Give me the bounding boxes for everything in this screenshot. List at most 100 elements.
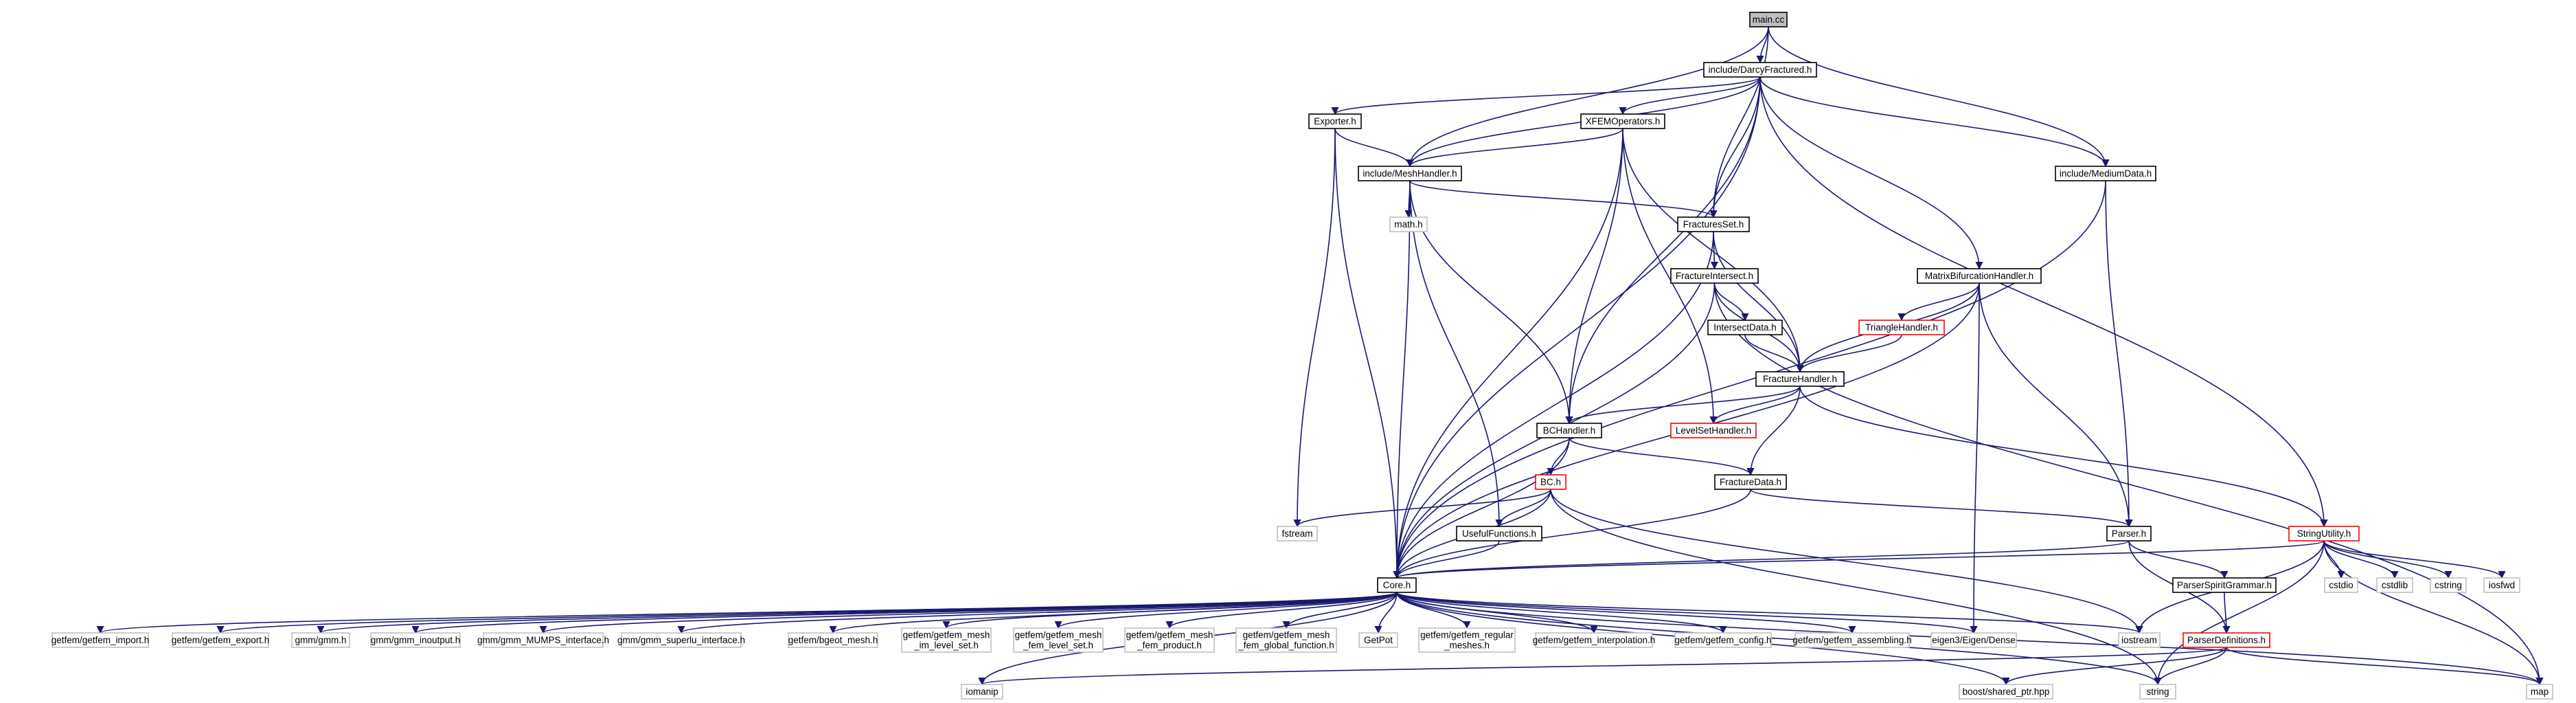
node-box [2288,526,2360,542]
edge-xfem-to-bch [1565,128,1623,425]
node-gmm_superlu: gmm/gmm_superlu_interface.h [617,632,745,648]
edge-core-to-iostream [1396,592,2143,634]
node-darcy[interactable]: include/DarcyFractured.h [1703,62,1817,78]
edge-meshh-to-useful [1409,180,1503,528]
edge-core-to-g_mfg [1282,592,1398,629]
node-box [1456,526,1542,542]
node-g_reg: getfem/getfem_regular_meshes.h [1418,627,1516,653]
node-cstring: cstring [2430,577,2467,593]
node-label: BCHandler.h [1543,425,1596,436]
node-xfem[interactable]: XFEMOperators.h [1580,113,1665,129]
node-label: getfem/getfem_config.h [1674,635,1771,645]
node-finter[interactable]: FractureIntersect.h [1670,268,1759,284]
node-cstdlib: cstdlib [2376,577,2413,593]
node-box [1377,577,1417,593]
node-box [2139,684,2176,700]
node-matrix[interactable]: MatrixBifurcationHandler.h [1917,268,2042,284]
node-lsh[interactable]: LevelSetHandler.h [1670,423,1757,438]
node-core[interactable]: Core.h [1377,577,1417,593]
node-main[interactable]: main.cc [1749,12,1788,27]
edge-main-to-meshh [1406,26,1769,168]
node-fset[interactable]: FracturesSet.h [1677,216,1750,232]
edge-meshh-to-core [1393,180,1411,579]
edge-parser-to-core [1393,540,2130,579]
node-boostsp: boost/shared_ptr.hpp [1959,684,2053,700]
node-bc[interactable]: BC.h [1535,474,1566,490]
node-box [1358,632,1398,648]
edge-darcy-to-exporter [1331,76,1761,115]
node-string: string [2139,684,2176,700]
node-box [2106,526,2152,542]
node-label: cstdlib [2382,580,2408,590]
node-label: FractureIntersect.h [1676,271,1753,281]
node-useful[interactable]: UsefulFunctions.h [1456,526,1542,542]
node-box [52,632,149,648]
node-box [1858,320,1945,335]
node-box [2526,684,2553,700]
edge-fhandler-to-bch [1565,386,1801,425]
node-interd[interactable]: IntersectData.h [1707,320,1783,335]
node-label: TriangleHandler.h [1865,322,1938,333]
node-label: iostream [2121,635,2157,645]
edge-fdata-to-parser [1750,489,2133,528]
node-fdata[interactable]: FractureData.h [1714,474,1787,490]
node-triangle[interactable]: TriangleHandler.h [1858,320,1945,335]
node-exporter[interactable]: Exporter.h [1308,113,1362,129]
edge-bc-to-string [1550,489,2162,686]
node-box [1670,268,1759,284]
node-label: XFEMOperators.h [1586,116,1661,126]
node-label: FractureHandler.h [1763,374,1837,384]
edge-darcy-to-xfem [1619,76,1761,115]
node-pdefs[interactable]: ParserDefinitions.h [2182,632,2270,648]
node-box [1358,166,1462,181]
node-box [901,627,992,653]
edge-xfem-to-core [1393,128,1623,579]
node-meshh[interactable]: include/MeshHandler.h [1358,166,1462,181]
nodes-layer: main.cc include/DarcyFractured.hExporter.… [52,12,2553,700]
edge-pdefs-to-iomanip [979,647,2227,686]
edge-matrix-to-eigen [1970,282,1980,634]
node-label: getfem/getfem_mesh [903,630,990,640]
node-label: _fem_global_function.h [1238,640,1334,651]
edge-darcy-to-medium [1759,76,2110,168]
node-strutil[interactable]: StringUtility.h [2288,526,2360,542]
node-fhandler[interactable]: FractureHandler.h [1755,371,1845,387]
node-label: string [2146,687,2169,697]
node-medium[interactable]: include/MediumData.h [2055,166,2156,181]
node-label: _fem_product.h [1137,640,1202,651]
node-label: getfem/getfem_regular [1420,630,1514,640]
node-label: getfem/bgeot_mesh.h [788,635,878,645]
node-psg[interactable]: ParserSpiritGrammar.h [2172,577,2277,593]
node-label: IntersectData.h [1713,322,1777,333]
node-label: gmm/gmm_inoutput.h [371,635,461,645]
node-box [621,632,742,648]
node-bch[interactable]: BCHandler.h [1536,423,1602,438]
edge-core-to-g_import [97,592,1398,634]
node-label: Exporter.h [1314,116,1356,126]
edge-darcy-to-core [1393,76,1761,579]
node-label: getfem/getfem_mesh [1015,630,1102,640]
node-box [2055,166,2156,181]
edge-bc-to-iostream [1550,489,2143,634]
node-box [1674,632,1772,648]
node-box [1930,632,2017,648]
node-label: Core.h [1383,580,1411,590]
edge-xfem-to-meshh [1406,128,1623,168]
node-label: gmm/gmm_MUMPS_interface.h [477,635,609,645]
node-box [1959,684,2053,700]
node-box [1794,632,1910,648]
node-box [1670,423,1757,438]
node-box [370,632,461,648]
node-box [172,632,269,648]
edge-main-to-medium [1768,26,2110,168]
node-g_mls: getfem/getfem_mesh_im_level_set.h [901,627,992,653]
node-label: getfem/getfem_export.h [172,635,270,645]
edge-exporter-to-core [1334,128,1401,579]
node-fstream: fstream [1277,526,1318,542]
node-box [961,684,1003,700]
node-label: getfem/getfem_interpolation.h [1533,635,1656,645]
node-g_export: getfem/getfem_export.h [172,632,270,648]
node-g_mfg: getfem/getfem_mesh_fem_global_function.h [1235,627,1337,653]
node-label: getfem/getfem_mesh [1243,630,1330,640]
node-parser[interactable]: Parser.h [2106,526,2152,542]
